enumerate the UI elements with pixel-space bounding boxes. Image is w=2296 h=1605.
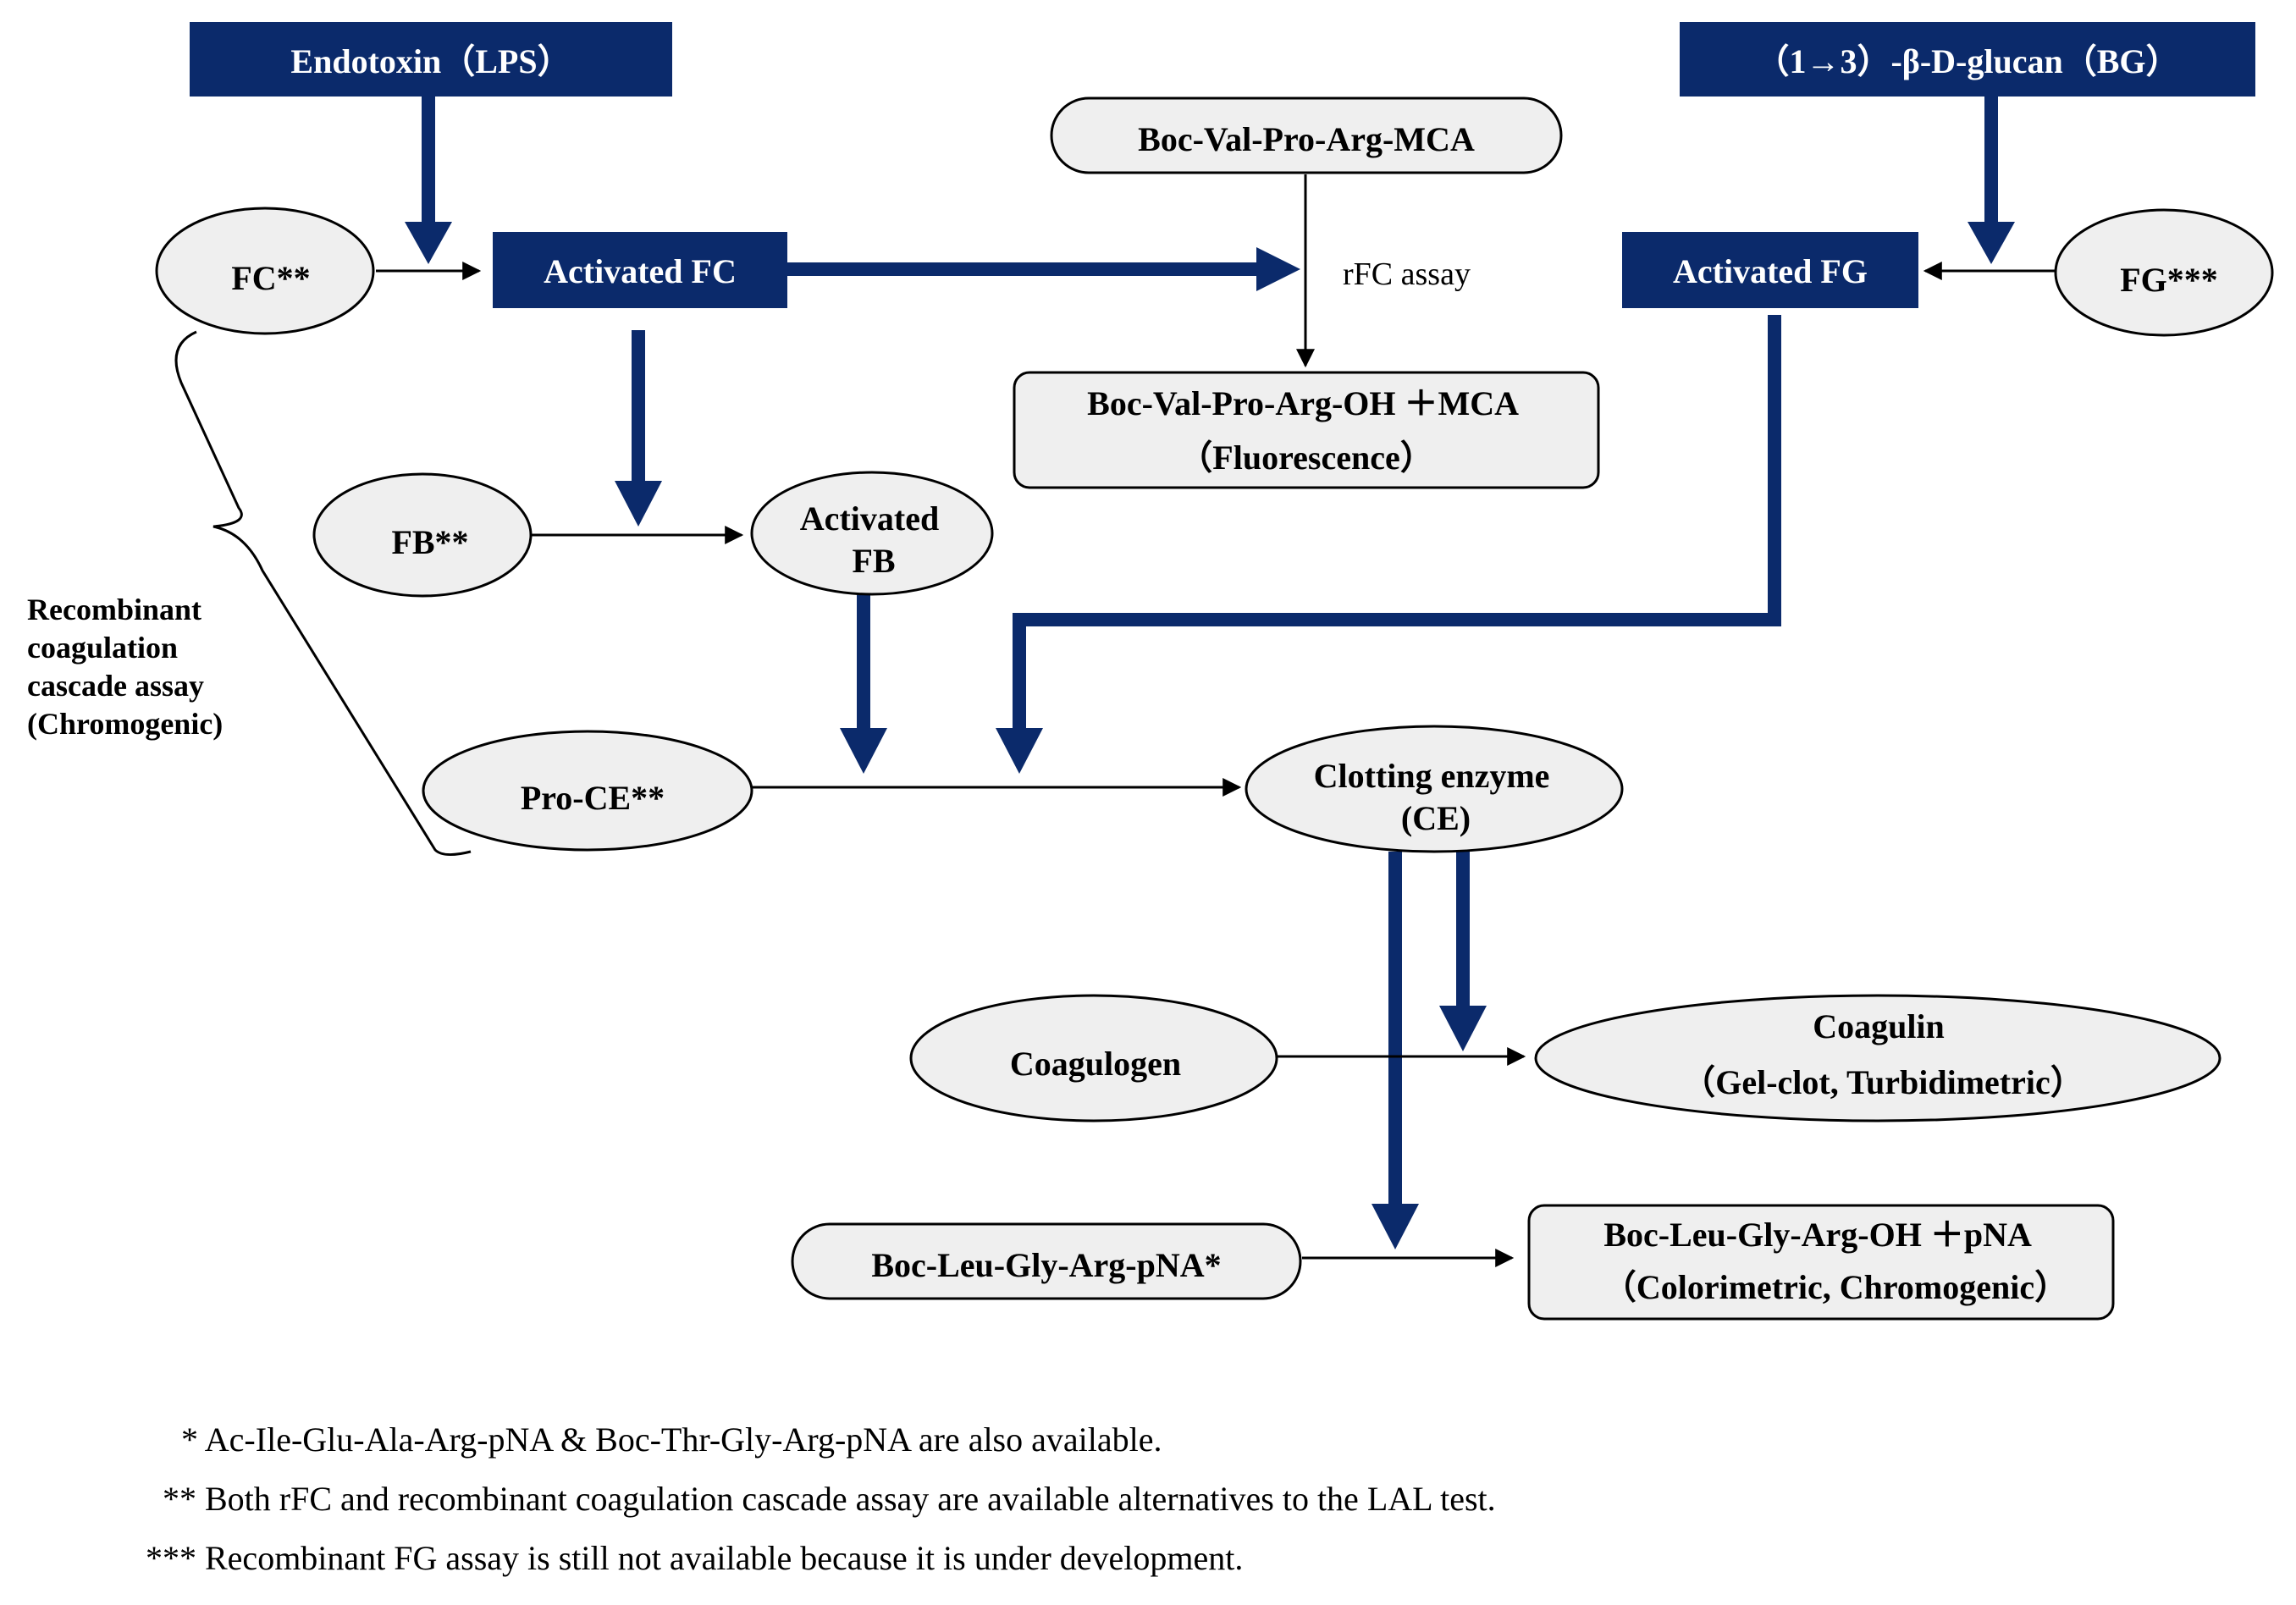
coagulin-node: Coagulin （Gel-clot, Turbidimetric） [1534, 994, 2221, 1122]
footnotes: * Ac-Ile-Glu-Ala-Arg-pNA & Boc-Thr-Gly-A… [146, 1420, 1496, 1577]
activated-fc-label: Activated FC [544, 252, 737, 290]
fg-label: FG*** [2120, 261, 2218, 299]
pna-product-line: Boc-Leu-Gly-Arg-OH ＋pNA [1603, 1216, 2032, 1254]
fg-to-ce-arrow-shaft [1013, 315, 1781, 728]
fb-label: FB** [391, 523, 468, 561]
bracket-label-line: coagulation [27, 631, 178, 665]
mca-product-label: Boc-Val-Pro-Arg-OH ＋MCA （Fluorescence） [1087, 384, 1526, 477]
lps-arrowhead [405, 222, 452, 264]
pna-product-label: Boc-Leu-Gly-Arg-OH ＋pNA （Colorimetric, C… [1603, 1216, 2068, 1306]
bracket-label-line: Recombinant [27, 593, 201, 626]
footnote: *** Recombinant FG assay is still not av… [146, 1539, 1243, 1577]
activated-fg-label: Activated FG [1673, 252, 1868, 290]
endotoxin-label: Endotoxin（LPS） [290, 42, 571, 80]
activated-fb-node: Activated FB [750, 471, 994, 596]
footnote: * Ac-Ile-Glu-Ala-Arg-pNA & Boc-Thr-Gly-A… [181, 1420, 1162, 1459]
footnote: ** Both rFC and recombinant coagulation … [163, 1480, 1496, 1518]
coagulogen-node: Coagulogen [909, 994, 1278, 1122]
substrate-mca-label: Boc-Val-Pro-Arg-MCA [1138, 120, 1475, 158]
ce-to-coagulin-arrow-shaft [1456, 852, 1470, 1009]
mca-product-line: （Fluorescence） [1178, 438, 1433, 477]
fg-to-ce-arrowhead [996, 728, 1043, 774]
activated-fb-line: FB [852, 542, 895, 580]
activated-fb-label: Activated FB [800, 499, 947, 580]
coagulin-label: Coagulin （Gel-clot, Turbidimetric） [1681, 1007, 2084, 1101]
fc-to-fb-arrowhead [615, 481, 662, 527]
bg-arrow-shaft [1984, 95, 1998, 227]
pna-product-line: （Colorimetric, Chromogenic） [1603, 1268, 2068, 1306]
substrate-pna-label: Boc-Leu-Gly-Arg-pNA* [871, 1246, 1221, 1284]
recombinant-bracket [174, 330, 472, 856]
navy-arrows [405, 95, 2015, 1249]
clotting-enzyme-node: Clotting enzyme (CE) [1245, 725, 1624, 853]
fb-node: FB** [312, 472, 533, 598]
clotting-enzyme-line: Clotting enzyme [1314, 757, 1550, 795]
fc-label: FC** [231, 259, 310, 297]
bg-arrowhead [1968, 222, 2015, 264]
mca-product-line: Boc-Val-Pro-Arg-OH ＋MCA [1087, 384, 1519, 422]
bracket-label-line: cascade assay [27, 669, 204, 703]
ce-to-coagulin-arrowhead [1439, 1006, 1487, 1051]
pna-product-node: Boc-Leu-Gly-Arg-OH ＋pNA （Colorimetric, C… [1527, 1204, 2115, 1321]
coagulogen-label: Coagulogen [1010, 1045, 1181, 1083]
fc-to-fb-arrow-shaft [632, 330, 645, 484]
endotoxin-box: Endotoxin（LPS） [190, 22, 672, 97]
fc-node: FC** [155, 207, 375, 335]
fb-to-ce-arrowhead [840, 728, 887, 774]
substrate-pna-node: Boc-Leu-Gly-Arg-pNA* [791, 1222, 1302, 1300]
clotting-enzyme-label: Clotting enzyme (CE) [1314, 757, 1559, 837]
thin-arrows [376, 174, 2056, 1267]
activated-fc-box: Activated FC [493, 232, 787, 308]
activated-fg-box: Activated FG [1622, 232, 1918, 308]
rfc-assay-label: rFC assay [1343, 256, 1471, 292]
ce-to-pna-arrow-shaft [1388, 852, 1402, 1207]
fc-to-rfc-arrowhead [1256, 247, 1300, 291]
activated-fb-line: Activated [800, 499, 939, 538]
fb-to-ce-arrow-shaft [857, 594, 870, 731]
fg-node: FG*** [2054, 208, 2274, 337]
coagulin-line: （Gel-clot, Turbidimetric） [1681, 1063, 2084, 1101]
ce-to-pna-arrowhead [1372, 1204, 1419, 1249]
pro-ce-node: Pro-CE** [422, 730, 753, 852]
substrate-mca-node: Boc-Val-Pro-Arg-MCA [1050, 97, 1563, 174]
coagulin-line: Coagulin [1813, 1007, 1945, 1045]
bracket-label: Recombinant coagulation cascade assay (C… [27, 593, 223, 741]
lps-arrow-shaft [422, 95, 435, 227]
glucan-label: （1→3）-β-D-glucan（BG） [1755, 42, 2179, 80]
fc-to-rfc-arrow-shaft [787, 262, 1261, 276]
pro-ce-label: Pro-CE** [521, 779, 665, 817]
glucan-box: （1→3）-β-D-glucan（BG） [1680, 22, 2255, 97]
clotting-enzyme-line: (CE) [1401, 799, 1471, 837]
mca-product-node: Boc-Val-Pro-Arg-OH ＋MCA （Fluorescence） [1013, 371, 1600, 489]
bracket-label-line: (Chromogenic) [27, 707, 223, 741]
